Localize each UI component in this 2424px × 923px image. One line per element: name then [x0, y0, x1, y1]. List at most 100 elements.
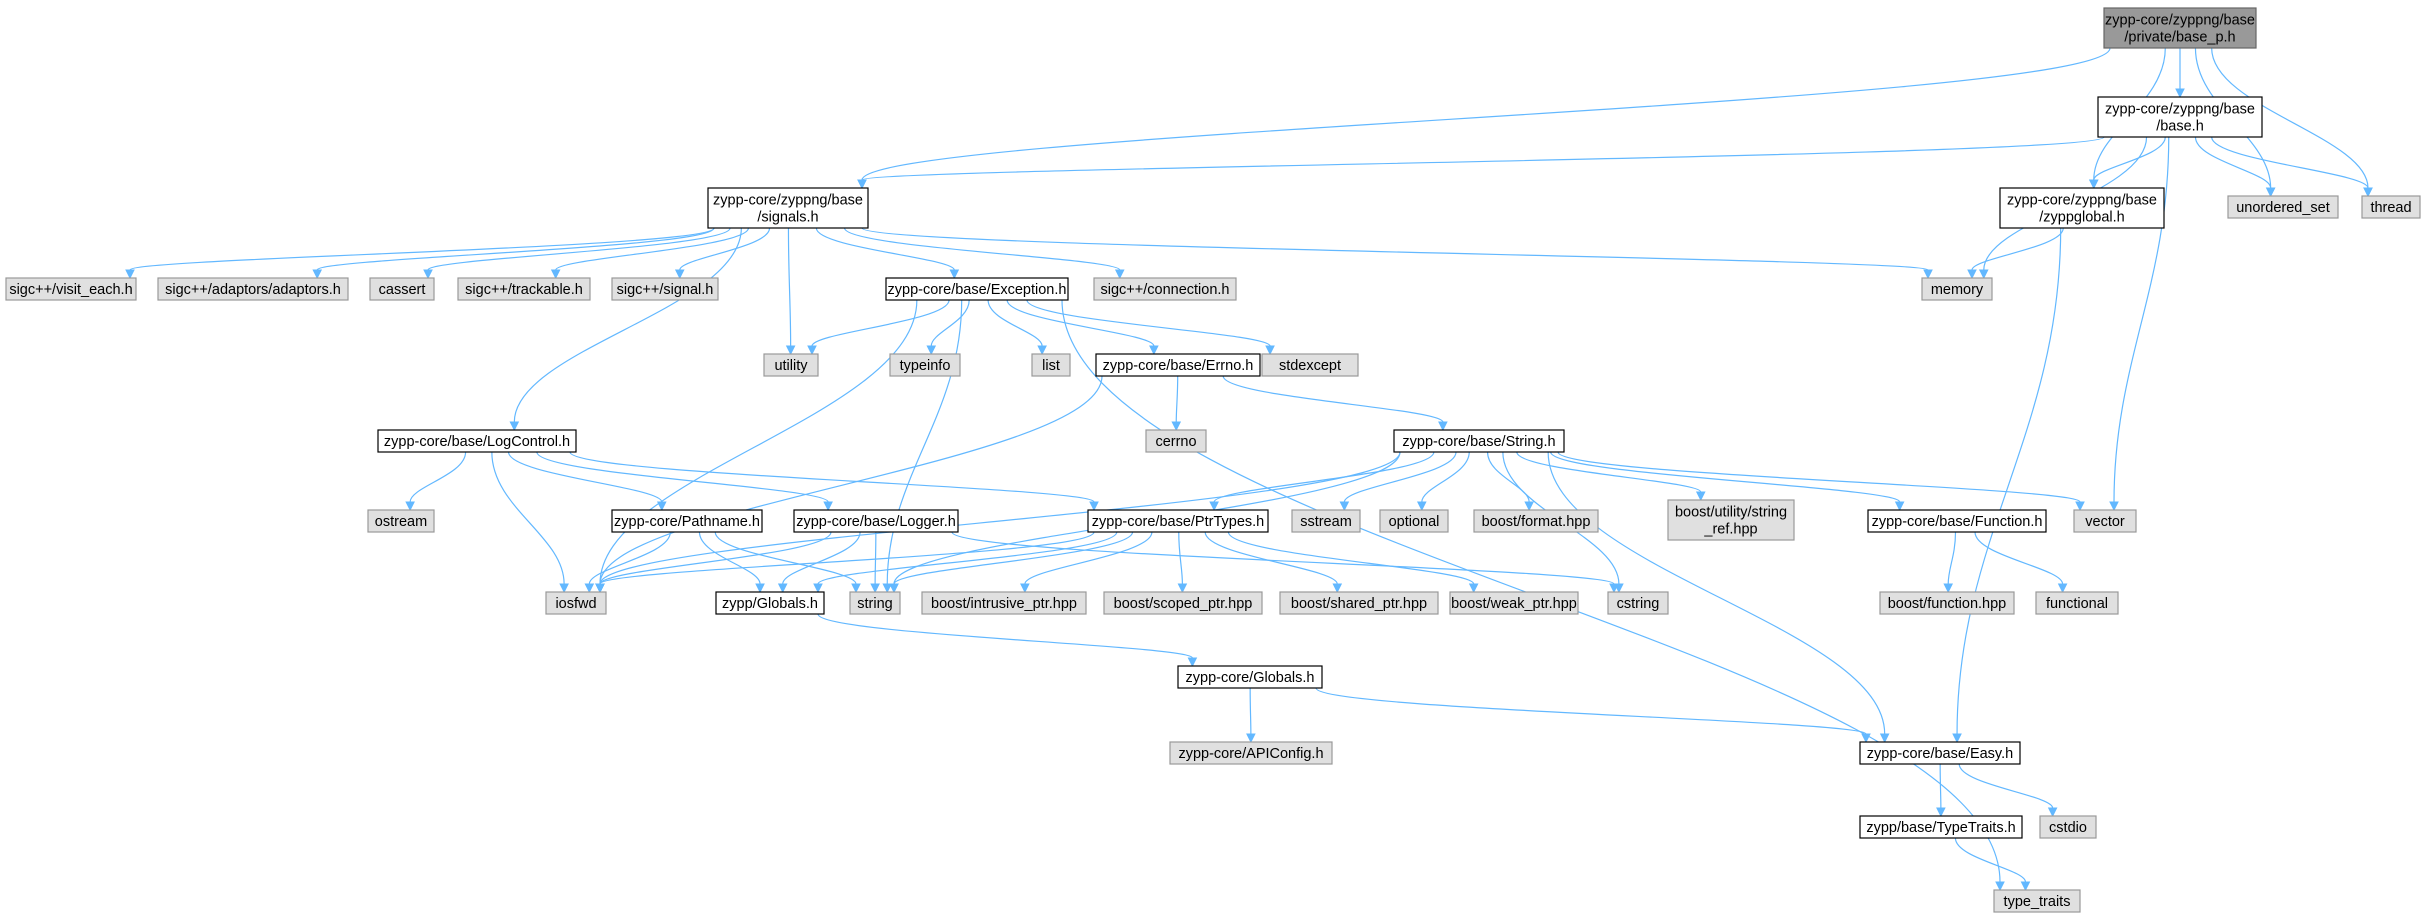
edge-signals-to-connection	[843, 227, 1125, 280]
node-signals[interactable]: zypp-core/zyppng/base/signals.h	[707, 187, 869, 229]
node-label: functional	[2046, 596, 2108, 612]
node-ostream: ostream	[367, 509, 435, 533]
node-connection: sigc++/connection.h	[1093, 277, 1237, 301]
node-label: sigc++/signal.h	[617, 282, 714, 298]
node-label: boost/function.hpp	[1888, 596, 2007, 612]
edge-signals-to-exception	[815, 227, 960, 280]
node-label: zypp-core/Pathname.h	[614, 514, 760, 530]
node-box	[1667, 499, 1795, 541]
node-box	[1473, 509, 1599, 533]
node-cstdio: cstdio	[2039, 815, 2097, 839]
node-label: sigc++/adaptors/adaptors.h	[165, 282, 341, 298]
node-base_p[interactable]: zypp-core/zyppng/base/private/base_p.h	[2103, 7, 2257, 49]
node-box	[1177, 665, 1323, 689]
node-trackable: sigc++/trackable.h	[457, 277, 591, 301]
node-label: zypp-core/base/PtrTypes.h	[1092, 514, 1264, 530]
node-iosfwd: iosfwd	[545, 591, 607, 615]
edge-ptrtypes-to-shared	[1204, 531, 1343, 594]
edge-signals-to-memory	[861, 227, 1933, 280]
edges-layer	[125, 47, 2373, 892]
edge-logcontrol-to-iosfwd	[491, 451, 569, 594]
node-coreglobals[interactable]: zypp-core/Globals.h	[1177, 665, 1323, 689]
edge-coreglobals-to-easy	[1315, 687, 1871, 744]
node-box	[707, 187, 869, 229]
node-string_h[interactable]: zypp-core/base/String.h	[1393, 429, 1565, 453]
node-label: /signals.h	[757, 210, 818, 226]
node-box	[367, 509, 435, 533]
node-label: iosfwd	[555, 596, 596, 612]
node-label: thread	[2370, 200, 2411, 216]
node-box	[2097, 96, 2263, 138]
node-label: sigc++/connection.h	[1101, 282, 1230, 298]
node-box	[611, 277, 719, 301]
node-zyppglobals[interactable]: zypp/Globals.h	[715, 591, 825, 615]
node-function_h[interactable]: zypp-core/base/Function.h	[1867, 509, 2047, 533]
node-pathname[interactable]: zypp-core/Pathname.h	[611, 509, 763, 533]
node-box	[157, 277, 349, 301]
node-errno[interactable]: zypp-core/base/Errno.h	[1095, 353, 1261, 377]
node-zyppglobal[interactable]: zypp-core/zyppng/base/zyppglobal.h	[1999, 187, 2165, 229]
edge-exception-to-stdexcept	[1026, 299, 1275, 356]
node-box	[793, 509, 959, 533]
edge-signals-to-adaptors	[312, 227, 715, 280]
node-label: boost/shared_ptr.hpp	[1291, 596, 1427, 612]
edge-pathname-to-string	[714, 531, 861, 594]
node-label: zypp-core/base/Exception.h	[888, 282, 1067, 298]
node-box	[1999, 187, 2165, 229]
node-label: zypp-core/base/LogControl.h	[384, 434, 570, 450]
node-label: cassert	[379, 282, 426, 298]
edge-exception-to-iosfwd	[595, 299, 918, 594]
edge-logcontrol-to-ostream	[405, 451, 467, 512]
node-label: list	[1042, 358, 1060, 374]
node-typeinfo: typeinfo	[889, 353, 961, 377]
edge-logger-to-zyppglobals	[777, 531, 861, 594]
node-box	[1291, 509, 1361, 533]
node-typetraits_h[interactable]: zypp/base/TypeTraits.h	[1859, 815, 2023, 839]
node-label: boost/intrusive_ptr.hpp	[931, 596, 1077, 612]
edge-exception-to-errno	[1006, 299, 1159, 356]
node-label: boost/utility/string	[1675, 505, 1787, 521]
node-box	[885, 277, 1069, 301]
node-logger[interactable]: zypp-core/base/Logger.h	[793, 509, 959, 533]
edge-base_h-to-vector	[2109, 136, 2170, 512]
node-list: list	[1031, 353, 1071, 377]
edge-exception-to-string	[882, 299, 963, 594]
node-intrusive: boost/intrusive_ptr.hpp	[921, 591, 1087, 615]
node-ptrtypes[interactable]: zypp-core/base/PtrTypes.h	[1087, 509, 1269, 533]
edge-string_h-to-sstream	[1339, 451, 1457, 512]
edge-logger-to-string	[870, 531, 880, 594]
node-logcontrol[interactable]: zypp-core/base/LogControl.h	[377, 429, 577, 453]
node-visit_each: sigc++/visit_each.h	[5, 277, 137, 301]
node-boostformat: boost/format.hpp	[1473, 509, 1599, 533]
node-box	[715, 591, 825, 615]
node-base_h[interactable]: zypp-core/zyppng/base/base.h	[2097, 96, 2263, 138]
node-label: /private/base_p.h	[2124, 30, 2235, 46]
node-apiconfig: zypp-core/APIConfig.h	[1169, 741, 1333, 765]
node-label: boost/scoped_ptr.hpp	[1114, 596, 1253, 612]
edge-logger-to-iosfwd	[595, 531, 832, 594]
node-box	[545, 591, 607, 615]
edge-ptrtypes-to-intrusive	[1020, 531, 1153, 594]
edge-string_h-to-ptrtypes	[1209, 451, 1435, 512]
node-vector: vector	[2073, 509, 2137, 533]
node-label: zypp-core/zyppng/base	[2105, 102, 2255, 118]
node-label: zypp-core/zyppng/base	[2007, 193, 2157, 209]
edge-ptrtypes-to-weak	[1227, 531, 1479, 594]
node-exception[interactable]: zypp-core/base/Exception.h	[885, 277, 1069, 301]
edge-base_h-to-zyppglobal	[2088, 136, 2166, 190]
node-shared: boost/shared_ptr.hpp	[1279, 591, 1439, 615]
node-stringref: boost/utility/string_ref.hpp	[1667, 499, 1795, 541]
edge-typetraits_h-to-type_traits	[1954, 837, 2031, 892]
node-box	[1607, 591, 1669, 615]
edge-ptrtypes-to-scoped	[1177, 531, 1188, 594]
node-box	[1879, 591, 2015, 615]
node-utility: utility	[763, 353, 819, 377]
edge-signals-to-cassert	[423, 227, 731, 280]
node-easy[interactable]: zypp-core/base/Easy.h	[1859, 741, 2021, 765]
node-label: /zyppglobal.h	[2039, 210, 2124, 226]
node-label: unordered_set	[2236, 200, 2330, 216]
edge-base_p-to-base_h	[2175, 47, 2185, 99]
node-box	[1261, 353, 1359, 377]
node-box	[1449, 591, 1579, 615]
node-label: sigc++/visit_each.h	[9, 282, 132, 298]
